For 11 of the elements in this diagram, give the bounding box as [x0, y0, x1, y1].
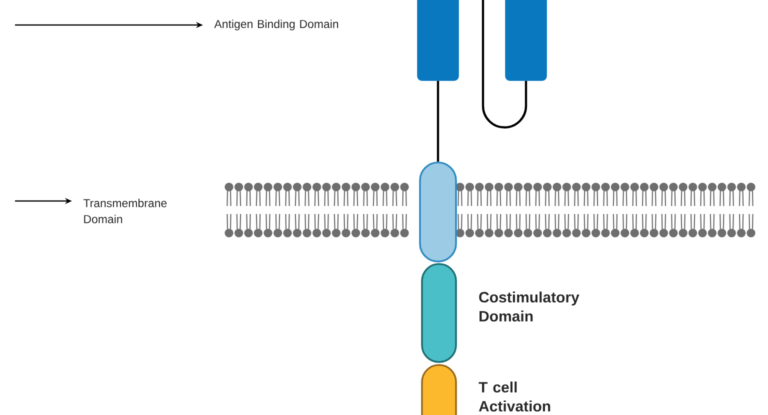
- domain-label: Costimulatory Domain: [479, 292, 580, 322]
- domain-capsule: [421, 364, 457, 415]
- domain-label: Transmembrane Domain: [83, 198, 167, 224]
- connector-line: [482, 0, 528, 128]
- domain-capsule: [421, 263, 457, 363]
- binding-domain-block: [417, 0, 459, 81]
- connector-line: [436, 80, 440, 162]
- domain-label: T cell Activation: [478, 382, 550, 412]
- domain-capsule: [419, 162, 457, 262]
- domain-label: Antigen Binding Domain: [214, 20, 338, 30]
- binding-domain-block: [505, 0, 547, 81]
